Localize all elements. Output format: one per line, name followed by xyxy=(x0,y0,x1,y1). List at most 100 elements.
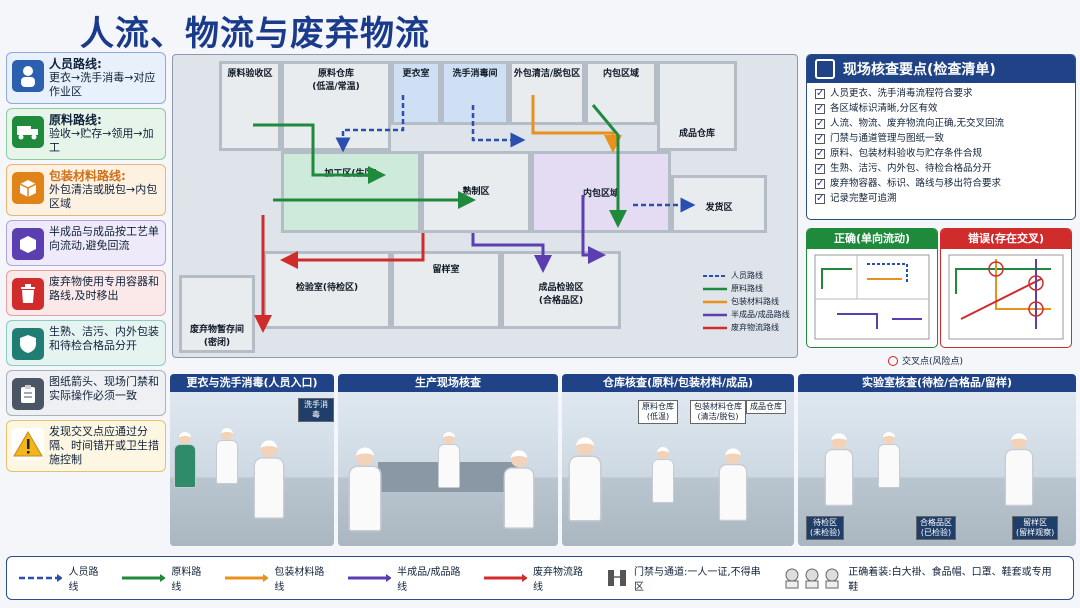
legend-semi: 半成品/成品路线 xyxy=(347,563,470,593)
room-retention: 留样室 xyxy=(391,251,501,329)
legend-waste: 废弃物流路线 xyxy=(483,563,593,593)
plan-legend: 人员路线 原料路线 包装材料路线 半成品/成品路线 废弃物流路线 xyxy=(703,269,797,334)
card-separation: 生熟、洁污、内外包装和待检合格品分开 xyxy=(6,320,166,366)
photo-title: 实验室核查(待检/合格品/留样) xyxy=(798,374,1076,392)
worker-figure xyxy=(216,428,238,486)
photo-production: 生产现场核查 xyxy=(338,374,558,546)
legend-raw: 原料路线 xyxy=(703,282,797,295)
room-label: 检验室(待检区) xyxy=(295,283,359,293)
room-label: 内包区域 xyxy=(582,189,619,199)
checklist-item-label: 人员更衣、洗手消毒流程符合要求 xyxy=(830,88,973,99)
room-outer-clean: 外包清洁/脱包区 xyxy=(509,61,585,125)
room-label: 发货区 xyxy=(705,203,733,213)
room-label: 外包清洁/脱包区 xyxy=(513,69,581,79)
card-title: 包装材料路线: xyxy=(49,169,126,183)
checkbox-icon xyxy=(815,86,825,101)
photo-title: 生产现场核查 xyxy=(338,374,558,392)
photo-title: 仓库核查(原料/包装材料/成品) xyxy=(562,374,794,392)
zone-tag: 待检区 (未检验) xyxy=(806,516,845,540)
legend-label: 原料路线 xyxy=(731,284,763,293)
worker-attire-icon xyxy=(785,568,839,589)
photo-warehouse: 仓库核查(原料/包装材料/成品) 原料仓库 (低温) 包装材料仓库 (清洁/脱包… xyxy=(562,374,794,546)
photo-scene: 原料仓库 (低温) 包装材料仓库 (清洁/脱包) 成品仓库 xyxy=(562,392,794,546)
wrong-flow-diagram xyxy=(948,254,1064,340)
checklist-item-label: 门禁与通道管理与图纸一致 xyxy=(830,133,945,144)
checklist-item-label: 各区域标识清晰,分区有效 xyxy=(830,103,938,114)
card-desc: 生熟、洁污、内外包装和待检合格品分开 xyxy=(49,325,159,352)
checklist-item: 人流、物流、废弃物流向正确,无交叉回流 xyxy=(815,116,1067,131)
room-inner-pack-top: 内包区域 xyxy=(585,61,657,125)
card-cross-control: 发现交叉点应通过分隔、时间错开或卫生措施控制 xyxy=(6,420,166,472)
checklist-title: 现场核查要点(检查清单) xyxy=(843,62,996,78)
clipboard-icon xyxy=(12,378,44,410)
checkbox-icon xyxy=(815,161,825,176)
worker-figure xyxy=(824,433,854,508)
photo-scene: 洗手消毒 xyxy=(170,392,334,546)
legend-label: 半成品/成品路线 xyxy=(397,567,461,593)
worker-figure xyxy=(652,447,674,505)
checklist-items: 人员更衣、洗手消毒流程符合要求各区域标识清晰,分区有效人流、物流、废弃物流向正确… xyxy=(807,83,1075,209)
legend-gate: 门禁与通道:一人一证,不得串区 xyxy=(606,563,769,593)
room-raw-receiving: 原料验收区 xyxy=(219,61,281,151)
worker-figure xyxy=(503,450,535,531)
worker-figure xyxy=(438,432,460,490)
legend-dress: 正确着装:白大褂、食品帽、口罩、鞋套或专用鞋 xyxy=(783,563,1059,593)
zone-tag: 合格品区 (已检验) xyxy=(916,516,956,540)
trash-icon xyxy=(12,278,44,310)
checklist-header: 现场核查要点(检查清单) xyxy=(807,55,1075,83)
room-raw-storage: 原料仓库 (低温/常温) xyxy=(281,61,391,151)
legend-label: 废弃物流路线 xyxy=(533,567,584,593)
checklist-item-label: 记录完整可追溯 xyxy=(830,193,897,204)
box-icon xyxy=(12,172,44,204)
clipboard-check-icon xyxy=(815,59,835,79)
card-desc: 图纸箭头、现场门禁和实际操作必须一致 xyxy=(49,375,159,402)
checklist-item: 门禁与通道管理与图纸一致 xyxy=(815,131,1067,146)
card-consistency: 图纸箭头、现场门禁和实际操作必须一致 xyxy=(6,370,166,416)
checkbox-icon xyxy=(815,191,825,206)
room-label: 成品仓库 xyxy=(678,129,715,139)
checkbox-icon xyxy=(815,116,825,131)
checklist-item-label: 原料、包装材料验收与贮存条件合规 xyxy=(830,148,983,159)
legend-label: 人员路线 xyxy=(68,567,99,593)
legend-raw: 原料路线 xyxy=(121,563,211,593)
room-label: 洗手消毒间 xyxy=(452,69,498,79)
legend-semi: 半成品/成品路线 xyxy=(703,308,797,321)
room-label: 废弃物暂存间 (密闭) xyxy=(189,325,244,348)
worker-figure xyxy=(174,432,196,490)
legend-person: 人员路线 xyxy=(703,269,797,282)
photo-sign: 洗手消毒 xyxy=(298,398,334,422)
checklist-item: 生熟、洁污、内外包、待检合格品分开 xyxy=(815,161,1067,176)
zone-tag: 包装材料仓库 (清洁/脱包) xyxy=(690,400,746,424)
checklist-item: 原料、包装材料验收与贮存条件合规 xyxy=(815,146,1067,161)
correct-flow-title: 正确(单向流动) xyxy=(807,229,937,249)
right-column: 现场核查要点(检查清单) 人员更衣、洗手消毒流程符合要求各区域标识清晰,分区有效… xyxy=(806,54,1076,220)
room-label: 留样室 xyxy=(432,265,460,275)
room-label: 内包区域 xyxy=(602,69,639,79)
card-pack-route: 包装材料路线: 外包清洁或脱包→内包区域 xyxy=(6,164,166,216)
photo-laboratory: 实验室核查(待检/合格品/留样) 待检区 (未检验) 合格品区 (已检验) 留样… xyxy=(798,374,1076,546)
factory-floor-plan: 原料验收区 原料仓库 (低温/常温) 更衣室 洗手消毒间 外包清洁/脱包区 内包… xyxy=(172,54,798,358)
room-label: 更衣室 xyxy=(402,69,430,79)
room-label: 原料仓库 (低温/常温) xyxy=(312,69,360,92)
worker-figure xyxy=(878,432,900,490)
photo-scene xyxy=(338,392,558,546)
card-title: 原料路线: xyxy=(49,113,102,127)
photo-scene: 待检区 (未检验) 合格品区 (已检验) 留样区 (留样观察) xyxy=(798,392,1076,546)
checklist-item-label: 生熟、洁污、内外包、待检合格品分开 xyxy=(830,163,992,174)
zone-tag: 成品仓库 xyxy=(746,400,786,414)
zone-tag: 原料仓库 (低温) xyxy=(638,400,678,424)
cross-point-label: 交叉点(风险点) xyxy=(902,357,964,367)
card-waste-route: 废弃物使用专用容器和路线,及时移出 xyxy=(6,270,166,316)
room-cooked: 熟制区 xyxy=(421,151,531,233)
photo-title: 更衣与洗手消毒(人员入口) xyxy=(170,374,334,392)
checkbox-icon xyxy=(815,176,825,191)
flow-arrows xyxy=(253,95,696,333)
legend-label: 包装材料路线 xyxy=(731,297,779,306)
worker-figure xyxy=(253,440,285,521)
room-changing: 更衣室 xyxy=(391,61,441,125)
person-icon xyxy=(12,60,44,92)
card-desc: 半成品与成品按工艺单向流动,避免回流 xyxy=(49,225,159,252)
warning-icon xyxy=(12,428,44,460)
worker-figure xyxy=(348,447,382,535)
legend-label: 正确着装:白大褂、食品帽、口罩、鞋套或专用鞋 xyxy=(848,567,1052,593)
